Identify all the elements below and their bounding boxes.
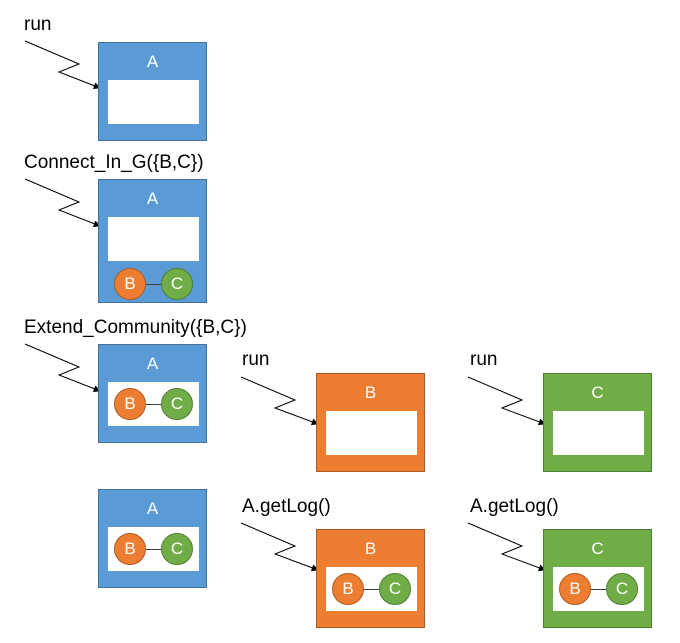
b-c-edge [145, 284, 165, 285]
component-a-log: B C [108, 382, 199, 426]
component-b-title: B [364, 539, 377, 558]
node-c: C [161, 268, 193, 300]
extend-label: Extend_Community({B,C}) [24, 317, 247, 338]
component-b-box: B [316, 373, 425, 472]
component-c-log: B C [553, 567, 644, 611]
component-a-log: B C [108, 527, 199, 571]
b-c-edge [589, 589, 609, 590]
getlog-label-b: A.getLog() [242, 496, 331, 517]
run-label-1: run [24, 14, 52, 35]
b-c-edge [362, 589, 382, 590]
run-arrow-b [240, 376, 319, 426]
node-c: C [161, 533, 193, 565]
component-b-log: B C [326, 567, 417, 611]
node-b: B [114, 388, 146, 420]
node-c: C [161, 388, 193, 420]
component-b-title: B [364, 383, 377, 402]
node-b: B [114, 533, 146, 565]
run-label-c: run [470, 349, 498, 370]
node-c: C [379, 573, 411, 605]
run-arrow-1 [24, 40, 101, 89]
run-arrow-c [467, 376, 546, 426]
extend-arrow [24, 343, 101, 392]
component-a-title: A [146, 52, 159, 71]
component-a-title: A [146, 499, 159, 518]
component-a-box: A B C [98, 179, 207, 303]
component-c-log [553, 411, 644, 455]
component-c-title: C [591, 383, 604, 402]
getlog-label-c: A.getLog() [470, 496, 559, 517]
run-label-b: run [242, 349, 270, 370]
component-a-log [108, 80, 199, 124]
component-a-title: A [146, 354, 159, 373]
component-a-box: A B C [98, 489, 207, 588]
connect-label: Connect_In_G({B,C}) [24, 152, 204, 173]
component-b-log [326, 411, 417, 455]
b-c-edge [144, 549, 164, 550]
b-c-edge [144, 404, 164, 405]
component-b-box: B B C [316, 529, 425, 628]
node-c: C [606, 573, 638, 605]
connect-arrow [24, 178, 101, 227]
component-a-box: A B C [98, 344, 207, 443]
node-b: B [114, 268, 146, 300]
node-b: B [559, 573, 591, 605]
getlog-arrow-c [467, 522, 546, 572]
component-c-box: C B C [543, 529, 652, 628]
component-c-title: C [591, 539, 604, 558]
component-a-box: A [98, 42, 207, 141]
component-a-log [108, 217, 199, 261]
component-a-title: A [146, 189, 159, 208]
getlog-arrow-b [240, 522, 319, 572]
component-c-box: C [543, 373, 652, 472]
node-b: B [332, 573, 364, 605]
